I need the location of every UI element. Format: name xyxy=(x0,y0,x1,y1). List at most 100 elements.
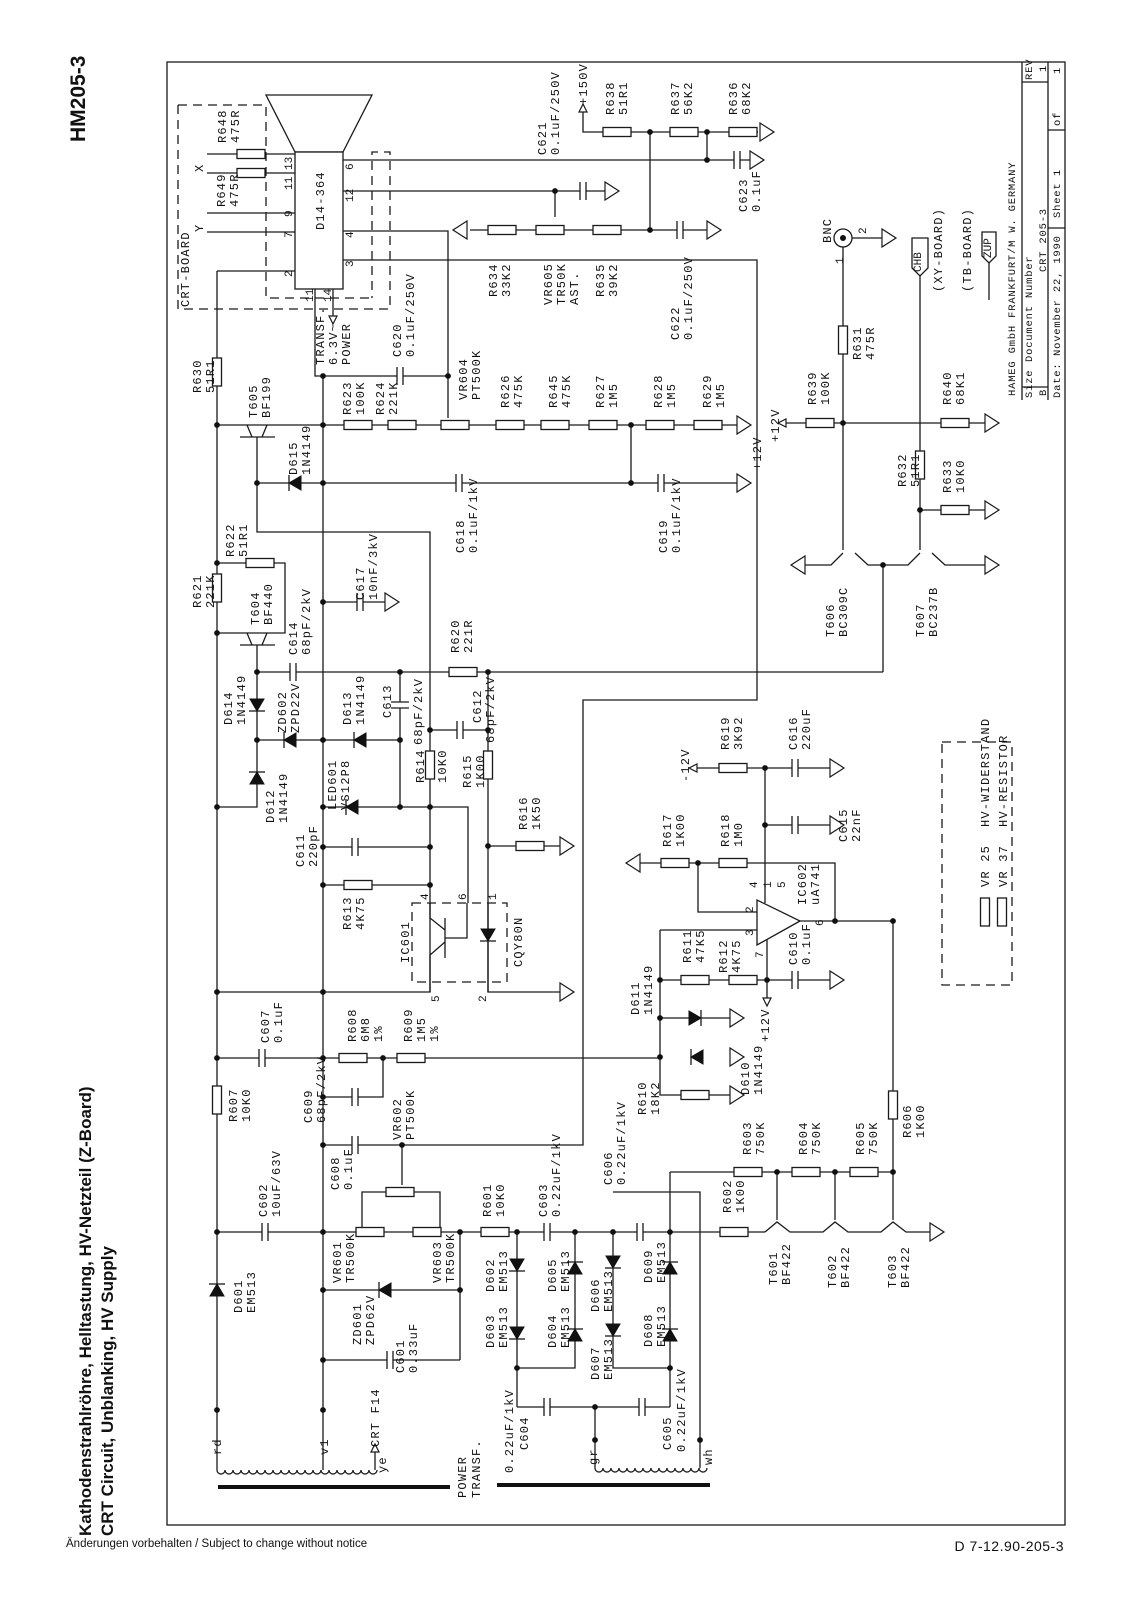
capacitor-symbol xyxy=(543,1398,551,1416)
junction-dot xyxy=(214,422,220,428)
resistor-symbol xyxy=(396,1052,426,1064)
resistor-symbol xyxy=(887,1090,899,1120)
resistor-symbol xyxy=(680,974,710,986)
t607-label: T607 xyxy=(914,603,928,637)
r607-label: 10K0 xyxy=(240,1088,254,1122)
capacitor-symbol xyxy=(791,971,799,989)
title-block-doc-number: CRT 205-3 xyxy=(1038,208,1050,272)
zd602-label: ZPD22V xyxy=(289,683,303,733)
diode-symbol xyxy=(690,1049,704,1065)
d610-label: 1N4149 xyxy=(752,1045,766,1095)
wire xyxy=(314,289,448,377)
r611-label: 47K5 xyxy=(694,929,708,963)
r648-label: 475R xyxy=(229,109,243,143)
c619-label: C619 xyxy=(657,519,671,553)
wire xyxy=(429,941,446,992)
crt-pin-number: 9 xyxy=(284,210,296,217)
c610-label: 0.1uF xyxy=(800,923,814,965)
r626-label: 475K xyxy=(512,374,526,408)
c616-label: C616 xyxy=(787,716,801,750)
resistor-symbol xyxy=(669,126,699,138)
junction-dot xyxy=(592,1437,598,1443)
junction-dot xyxy=(320,1142,326,1148)
ground-symbol xyxy=(729,1007,746,1029)
tb-board-label: (TB-BOARD) xyxy=(961,208,975,292)
resistor-symbol xyxy=(211,357,223,387)
c618-label: 0.1uF/1kV xyxy=(467,477,481,553)
r607-label: R607 xyxy=(227,1088,241,1122)
capacitor-symbol xyxy=(261,1223,269,1241)
t602-label: T602 xyxy=(826,1254,840,1288)
ground-symbol xyxy=(736,472,753,494)
junction-dot xyxy=(445,373,451,379)
junction-dot xyxy=(697,1437,703,1443)
C612-1-label: 68pF/2kV xyxy=(484,676,498,743)
chb-connector xyxy=(911,237,929,277)
t607-label: BC237B xyxy=(927,587,941,637)
r637-label: R637 xyxy=(669,81,683,115)
supply-arrow xyxy=(328,315,338,326)
r610-label: R610 xyxy=(636,1081,650,1115)
diode-symbol xyxy=(567,1261,583,1275)
resistor-symbol xyxy=(592,224,622,236)
vr602-label: PT500K xyxy=(404,1090,418,1140)
vr605-label: VR605 xyxy=(542,263,556,305)
ic601-pin-number: 1 xyxy=(488,893,500,900)
resistor-symbol xyxy=(440,419,470,431)
vr605-label: TR50K xyxy=(555,263,569,305)
title-block-size-label: Size xyxy=(1024,370,1036,398)
r633-label: R633 xyxy=(941,459,955,493)
diode-symbol xyxy=(662,1328,678,1342)
junction-dot xyxy=(485,727,491,733)
junction-dot xyxy=(572,1229,578,1235)
r618-label: 1M0 xyxy=(732,822,746,847)
title-block-rev: 1 xyxy=(1038,65,1050,72)
junction-dot xyxy=(320,480,326,486)
r632-label: 51R1 xyxy=(909,453,923,487)
ic602-pin-number: 3 xyxy=(745,929,757,936)
wire xyxy=(613,1191,701,1468)
drawing-frame xyxy=(166,61,1066,1526)
ground-symbol xyxy=(789,554,806,576)
c617-label: 10nF/3kV xyxy=(367,533,381,600)
ye-label: ye xyxy=(376,1456,390,1473)
diode-symbol xyxy=(662,1261,678,1275)
r602-label: 1K00 xyxy=(734,1179,748,1213)
diode-symbol xyxy=(249,771,265,785)
junction-dot xyxy=(610,1229,616,1235)
diode-symbol xyxy=(605,1323,621,1337)
r604-label: 750K xyxy=(810,1121,824,1155)
r623-label: 100K xyxy=(354,381,368,415)
led601-label: VS12P8 xyxy=(339,760,353,810)
resistor-symbol xyxy=(387,419,417,431)
c603-label: 0.22uF/1kV xyxy=(550,1133,564,1217)
resistor-symbol xyxy=(718,762,748,774)
d610-label: D610 xyxy=(739,1061,753,1095)
wire xyxy=(612,1232,670,1369)
crt-pin-number: 12 xyxy=(345,189,357,202)
footer-notice: Änderungen vorbehalten / Subject to chan… xyxy=(66,1538,368,1550)
capacitor-symbol xyxy=(657,474,665,492)
junction-dot xyxy=(214,560,220,566)
supply-arrow xyxy=(370,1442,380,1453)
resistor-symbol xyxy=(693,419,723,431)
resistor-symbol xyxy=(355,1226,385,1238)
C604-0-label: C604 xyxy=(518,1416,532,1450)
R614-0-label: R614 xyxy=(414,749,428,783)
d613-label: D613 xyxy=(341,691,355,725)
c611-label: 220pF xyxy=(307,825,321,867)
ic602-pin-number: 4 xyxy=(749,881,761,888)
resistor-symbol xyxy=(602,126,632,138)
ground-symbol xyxy=(829,814,846,836)
diode-symbol xyxy=(480,928,496,942)
c622-label: 0.1uF/250V xyxy=(682,256,696,340)
r637-label: 56K2 xyxy=(682,81,696,115)
r631-label: R631 xyxy=(851,326,865,360)
capacitor-symbol xyxy=(351,1136,359,1154)
gr-label: gr xyxy=(587,1448,601,1465)
r629-label: R629 xyxy=(701,374,715,408)
r636-label: 68K2 xyxy=(740,81,754,115)
diode-symbol xyxy=(567,1328,583,1342)
r613-label: R613 xyxy=(341,896,355,930)
junction-dot xyxy=(320,599,326,605)
